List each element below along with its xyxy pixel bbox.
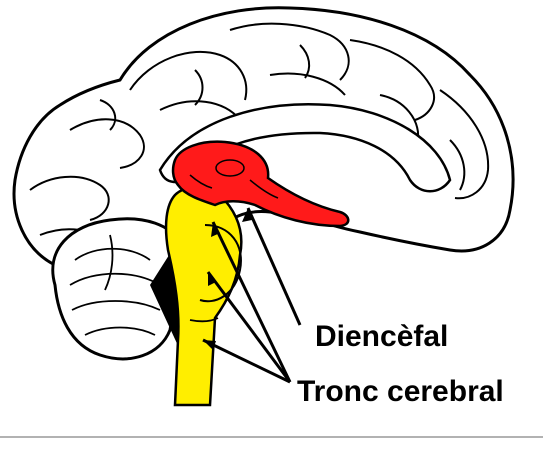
diencephalon-pointer xyxy=(248,208,300,325)
brainstem-pointer-lower xyxy=(203,340,290,382)
brainstem-region xyxy=(166,188,241,406)
brainstem-pointer-middle xyxy=(208,272,290,382)
label-diencephalon: Diencèfal xyxy=(315,320,448,353)
label-brainstem: Tronc cerebral xyxy=(297,375,504,408)
